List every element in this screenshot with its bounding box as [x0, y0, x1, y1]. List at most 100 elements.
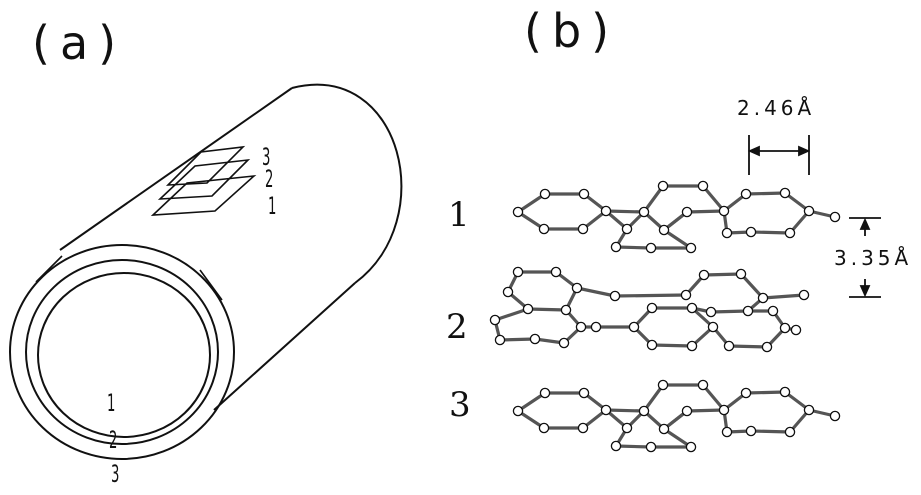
carbon-atom: [512, 405, 524, 417]
carbon-bond: [749, 230, 792, 235]
carbon-bond: [761, 293, 806, 300]
carbon-atom: [718, 404, 730, 416]
carbon-bond: [744, 390, 787, 395]
layer-label-1: 1: [448, 195, 470, 235]
carbon-atom: [829, 211, 841, 223]
carbon-atom: [798, 289, 810, 301]
carbon-atom: [502, 286, 514, 298]
carbon-atom: [686, 340, 698, 352]
carbon-atom: [529, 333, 541, 345]
tube-bottom-edge: [213, 282, 356, 411]
carbon-atom: [745, 226, 757, 238]
carbon-atom: [560, 304, 572, 316]
wall-label-1: 1: [107, 389, 116, 417]
carbon-atom: [539, 387, 551, 399]
carbon-bond: [709, 309, 750, 314]
carbon-atom: [522, 303, 534, 315]
interlayer-spacing-label: 3.35Å: [834, 246, 913, 270]
wall-label-3: 3: [111, 460, 120, 488]
carbon-atom: [740, 387, 752, 399]
carbon-atom: [658, 224, 670, 236]
carbon-atom: [705, 306, 717, 318]
carbon-atom: [610, 440, 622, 452]
carbon-atom: [512, 206, 524, 218]
graphite-layers: [489, 180, 841, 453]
carbon-atom: [681, 405, 693, 417]
carbon-bond: [614, 245, 653, 250]
carbon-atom: [600, 205, 612, 217]
carbon-atom: [550, 266, 562, 278]
sheet-label-3: 3: [262, 143, 271, 171]
carbon-atom: [575, 321, 587, 333]
carbon-atom: [571, 282, 583, 294]
carbon-atom: [803, 404, 815, 416]
carbon-atom: [697, 379, 709, 391]
carbon-bond: [613, 293, 688, 298]
carbon-atom: [784, 227, 796, 239]
carbon-bond: [516, 192, 547, 214]
carbon-atom: [512, 266, 524, 278]
carbon-atom: [638, 206, 650, 218]
carbon-bond: [642, 184, 665, 214]
carbon-atom: [779, 322, 791, 334]
carbon-atom: [740, 188, 752, 200]
wall-cut-line-2: [199, 269, 223, 301]
carbon-atom: [761, 341, 773, 353]
carbon-bond: [614, 444, 653, 449]
carbon-atom: [735, 268, 747, 280]
carbon-atom: [721, 227, 733, 239]
in-plane-spacing-label: 2.46Å: [737, 96, 816, 120]
carbon-atom: [657, 379, 669, 391]
carbon-atom: [685, 242, 697, 254]
carbon-bond: [744, 191, 787, 196]
carbon-atom: [697, 180, 709, 192]
carbon-atom: [577, 422, 589, 434]
carbon-atom: [610, 241, 622, 253]
carbon-atom: [538, 422, 550, 434]
carbon-atom: [790, 324, 802, 336]
carbon-atom: [723, 340, 735, 352]
carbon-atom: [829, 410, 841, 422]
carbon-bond: [526, 307, 568, 312]
surface-sheet-2: [157, 158, 251, 200]
tube-wall-outer: [9, 244, 235, 460]
carbon-bond: [702, 272, 743, 277]
carbon-atom: [707, 321, 719, 333]
carbon-atom: [539, 188, 551, 200]
wall-label-2: 2: [109, 426, 118, 454]
carbon-atom: [646, 339, 658, 351]
layer-label-2: 2: [446, 307, 468, 347]
carbon-atom: [538, 223, 550, 235]
spacing-arrow-left-head: [747, 145, 760, 157]
carbon-atom: [578, 188, 590, 200]
carbon-atom: [638, 405, 650, 417]
tube-wall-inner: [37, 272, 211, 438]
carbon-atom: [742, 305, 754, 317]
tube-wall-middle: [25, 259, 219, 445]
interlayer-top-arrow-head: [859, 217, 871, 230]
carbon-atom: [494, 334, 506, 346]
carbon-atom: [779, 187, 791, 199]
surface-sheet-3: [165, 145, 246, 186]
sheet-label-1: 1: [268, 192, 277, 220]
carbon-bond: [727, 344, 769, 349]
interlayer-bottom-arrow-head: [859, 285, 871, 298]
carbon-atom: [718, 205, 730, 217]
carbon-atom: [600, 404, 612, 416]
carbon-atom: [590, 321, 602, 333]
carbon-bond: [662, 228, 693, 250]
carbon-bond: [604, 408, 646, 413]
carbon-atom: [646, 302, 658, 314]
tube-far-end: [291, 83, 403, 284]
carbon-atom: [577, 223, 589, 235]
carbon-atom: [658, 423, 670, 435]
carbon-bond: [642, 383, 665, 413]
carbon-bond: [749, 429, 792, 434]
sheet-label-2: 2: [265, 165, 274, 193]
carbon-atom: [721, 426, 733, 438]
wall-cut-line: [35, 255, 63, 283]
carbon-bond: [685, 209, 726, 214]
carbon-atom: [489, 314, 501, 326]
